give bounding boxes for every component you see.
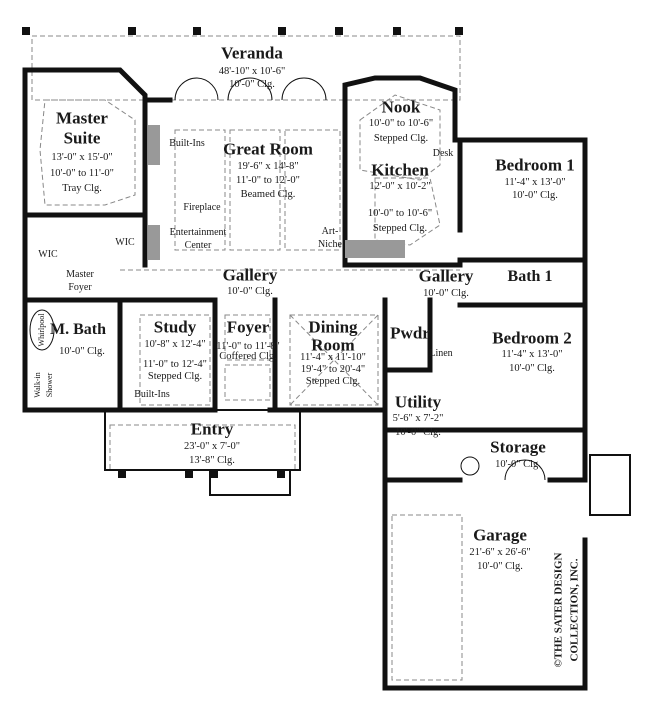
dining-room-label-2: Room <box>311 335 355 355</box>
bedroom-1-ceiling: 10'-0" Clg. <box>512 189 558 201</box>
foyer-ceiling-2: Coffered Clg. <box>219 350 277 362</box>
garage-ceiling: 10'-0" Clg. <box>477 560 523 572</box>
gallery-label: Gallery <box>222 265 278 285</box>
nook-label: Nook <box>381 97 421 117</box>
bedroom-1-label: Bedroom 1 <box>495 155 575 175</box>
study-ceiling-2: Stepped Clg. <box>147 370 203 382</box>
entry-size: 23'-0" x 7'-0" <box>183 440 241 452</box>
kitchen-ceiling-1: 10'-0" to 10'-6" <box>367 207 433 219</box>
entry-label: Entry <box>190 419 234 439</box>
master-foyer-label-1: Master <box>66 269 94 280</box>
desk-label: Desk <box>432 148 454 159</box>
foyer-ceiling-1: 11'-0" to 11'-8" <box>216 340 280 352</box>
kitchen-ceiling-2: Stepped Clg. <box>372 222 428 234</box>
m-bath-label: M. Bath <box>50 321 106 338</box>
study-built-ins-label: Built-Ins <box>134 389 170 400</box>
dining-room-ceiling-2: Stepped Clg. <box>305 375 361 387</box>
master-suite-ceiling-1: 10'-0" to 11'-0" <box>50 167 114 179</box>
master-foyer-label-2: Foyer <box>68 282 92 293</box>
gallery-ceiling: 10'-0" Clg. <box>227 285 273 297</box>
great-room-label: Great Room <box>223 139 313 159</box>
entertainment-center-label-2: Center <box>184 240 212 251</box>
master-suite-ceiling-2: Tray Clg. <box>62 182 102 194</box>
veranda-label: Veranda <box>221 43 283 63</box>
garage-size: 21'-6" x 26'-6" <box>469 546 531 558</box>
pwdr-label: Pwdr <box>390 323 430 343</box>
whirlpool-label: Whirlpool <box>37 313 46 347</box>
entertainment-center-label-1: Entertainment <box>169 227 227 238</box>
linen-label: Linen <box>429 348 453 359</box>
walk-in-shower-label-1: Walk-in <box>33 372 42 398</box>
nook-ceiling-1: 10'-0" to 10'-6" <box>368 117 434 129</box>
master-suite-label-2: Suite <box>63 128 101 148</box>
fireplace-label: Fireplace <box>183 202 221 213</box>
great-room-ceiling-1: 11'-0" to 12'-0" <box>236 174 300 186</box>
veranda-size: 48'-10" x 10'-6" <box>218 65 286 77</box>
gallery-right-ceiling: 10'-0" Clg. <box>423 287 469 299</box>
built-in-cabinets <box>148 125 405 260</box>
storage-label: Storage <box>490 437 546 457</box>
nook-ceiling-2: Stepped Clg. <box>373 132 429 144</box>
master-suite-label-1: Master <box>56 108 108 128</box>
bedroom-2-size: 11'-4" x 13'-0" <box>501 348 563 360</box>
wic-left-label: WIC <box>38 249 58 260</box>
door-swings <box>29 77 546 481</box>
bedroom-2-label: Bedroom 2 <box>492 328 572 348</box>
dining-room-ceiling-1: 19'-4" to 20'-4" <box>300 363 366 375</box>
built-ins-label: Built-Ins <box>169 138 205 149</box>
storage-ceiling: 10'-0" Clg. <box>495 458 541 470</box>
entry-ceiling: 13'-8" Clg. <box>189 454 235 466</box>
utility-label: Utility <box>394 392 442 412</box>
dining-room-size: 11'-4" x 11'-10" <box>300 351 366 363</box>
art-niche-label-2: Niche <box>318 239 342 250</box>
bath-1-label: Bath 1 <box>507 268 553 285</box>
utility-size: 5'-6" x 7'-2" <box>392 412 444 424</box>
art-niche-label-1: Art- <box>321 226 339 237</box>
garage-label: Garage <box>473 525 527 545</box>
veranda-ceiling: 10'-0" Clg. <box>229 78 275 90</box>
master-suite-size: 13'-0" x 15'-0" <box>51 151 113 163</box>
kitchen-label: Kitchen <box>371 160 429 180</box>
walk-in-shower-label-2: Shower <box>45 372 54 398</box>
entry-porch <box>104 409 631 516</box>
gallery-right-label: Gallery <box>418 266 474 286</box>
copyright-line-1: ©THE SATER DESIGN <box>552 552 565 668</box>
kitchen-size: 12'-0" x 10'-2" <box>369 180 431 192</box>
dining-room-label-1: Dining <box>308 317 358 337</box>
study-size: 10'-8" x 12'-4" <box>144 338 206 350</box>
great-room-ceiling-2: Beamed Clg. <box>240 188 296 200</box>
utility-ceiling: 10'-0" Clg. <box>395 426 441 438</box>
foyer-label: Foyer <box>226 317 270 337</box>
wic-right-label: WIC <box>115 237 135 248</box>
bedroom-2-ceiling: 10'-0" Clg. <box>509 362 555 374</box>
study-label: Study <box>153 317 197 337</box>
veranda-columns <box>22 27 463 478</box>
m-bath-ceiling: 10'-0" Clg. <box>59 345 105 357</box>
bedroom-1-size: 11'-4" x 13'-0" <box>504 176 566 188</box>
great-room-size: 19'-6" x 14'-8" <box>237 160 299 172</box>
study-ceiling-1: 11'-0" to 12'-4" <box>143 358 207 370</box>
copyright-line-2: COLLECTION, INC. <box>568 558 581 662</box>
